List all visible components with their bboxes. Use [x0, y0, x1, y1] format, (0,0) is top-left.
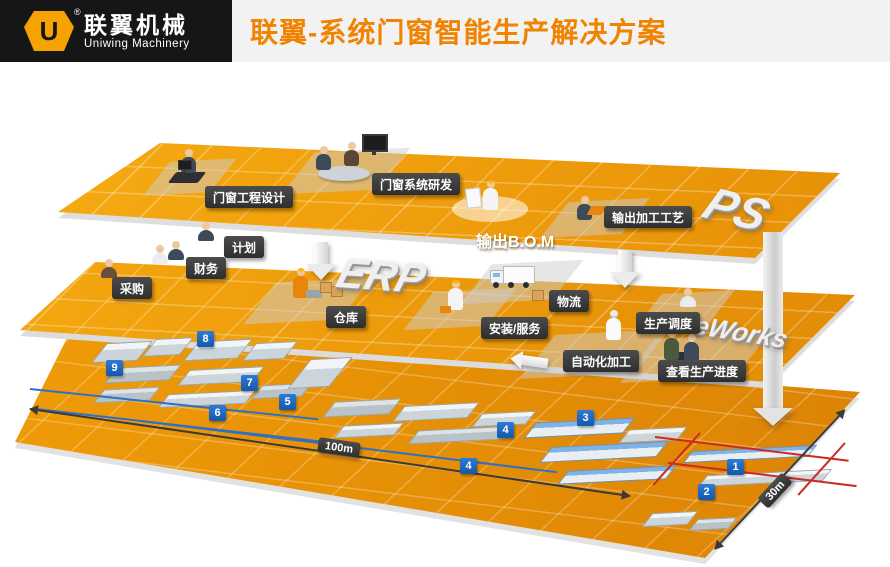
- tag-warehouse: 仓库: [326, 306, 367, 328]
- machine: [333, 422, 405, 439]
- page-title: 联翼-系统门窗智能生产解决方案: [250, 17, 667, 48]
- tag-rd: 门窗系统研发: [372, 173, 461, 195]
- monitor-icon: [178, 160, 192, 173]
- dimension-label-100m: 100m: [317, 437, 361, 458]
- company-name-en: Uniwing Machinery: [84, 38, 190, 51]
- station-badge: 8: [197, 331, 214, 347]
- machine: [157, 389, 257, 409]
- machine: [242, 340, 298, 362]
- dispatcher-figure: [680, 288, 696, 307]
- registered-mark: ®: [74, 7, 81, 17]
- arrow-down-icon: [610, 250, 640, 288]
- finance-figure: [168, 241, 184, 260]
- logo-texts: 联翼机械 Uniwing Machinery: [84, 12, 190, 50]
- logistics-truck: [490, 264, 536, 288]
- toolbox-icon: [440, 306, 451, 313]
- machine: [539, 441, 669, 463]
- station-badge: 1: [727, 459, 744, 475]
- monitor-icon: [362, 134, 388, 155]
- tag-logistics: 物流: [549, 290, 590, 312]
- planner-figure: [198, 222, 214, 241]
- machine: [322, 398, 402, 418]
- station-badge: 3: [577, 410, 594, 426]
- bom-worker-figure: [483, 180, 498, 212]
- tag-dispatch: 生产调度: [636, 312, 701, 334]
- buyer-figure: [101, 259, 117, 278]
- machine: [183, 338, 253, 362]
- tag-view-progress: 查看生产进度: [658, 360, 747, 382]
- arrow-down-icon: [306, 242, 336, 280]
- station-badge: 4: [497, 422, 514, 438]
- tag-plan: 计划: [224, 236, 265, 258]
- erp-layer-label: ERP: [331, 249, 432, 302]
- station-badge: 9: [106, 360, 123, 376]
- machine: [392, 402, 480, 422]
- tag-purchase: 采购: [112, 277, 153, 299]
- station-badge: 5: [279, 394, 296, 410]
- logo-block: U ® 联翼机械 Uniwing Machinery: [0, 0, 232, 62]
- finance-figure: [152, 245, 168, 264]
- tag-finance: 财务: [186, 257, 227, 279]
- machine: [557, 465, 677, 485]
- meeting-figure: [316, 146, 331, 172]
- cargo-box: [532, 290, 544, 301]
- machine: [641, 510, 699, 528]
- tag-install: 安装/服务: [481, 317, 549, 339]
- tag-auto-machining: 自动化加工: [563, 350, 640, 372]
- window-panel: [464, 187, 483, 209]
- station-badge: 6: [209, 405, 226, 421]
- machine: [618, 426, 688, 444]
- robot-figure: [606, 310, 621, 342]
- machine: [287, 356, 353, 390]
- station-badge: 2: [698, 484, 715, 500]
- station-badge: 7: [241, 375, 258, 391]
- uniwing-logo-icon: U: [24, 11, 74, 51]
- header: U ® 联翼机械 Uniwing Machinery 联翼-系统门窗智能生产解决…: [0, 0, 890, 62]
- tag-design: 门窗工程设计: [205, 186, 294, 208]
- tag-craft: 输出加工工艺: [604, 206, 693, 228]
- meeting-figure: [344, 142, 359, 168]
- machine: [688, 517, 738, 531]
- progress-viewer-figure: [664, 330, 679, 362]
- arrow-left-icon: [508, 349, 549, 372]
- tag-bom: 输出B.O.M: [476, 234, 555, 251]
- company-name: 联翼机械: [84, 11, 188, 38]
- station-badge: 4: [460, 458, 477, 474]
- connector-pillar-arrowhead: [753, 408, 793, 426]
